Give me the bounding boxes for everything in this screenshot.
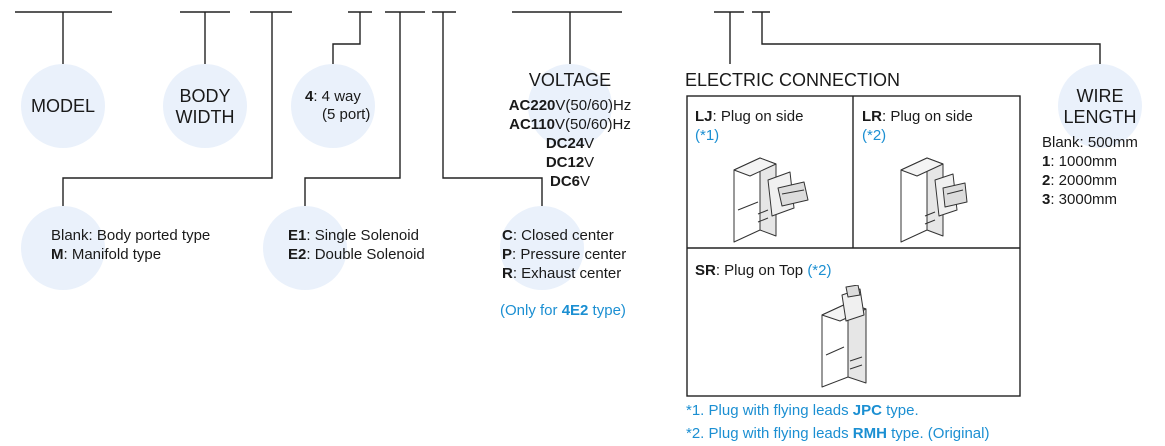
voltage-circle <box>528 64 612 148</box>
center-circle <box>500 206 584 290</box>
body-width-circle <box>163 64 247 148</box>
lr-plug-illustration <box>900 157 968 243</box>
voltage-list: AC220V(50/60)Hz AC110V(50/60)Hz DC24V DC… <box>490 96 650 191</box>
body-width-line1: BODY <box>179 86 231 106</box>
center-item: C: Closed center <box>502 227 614 244</box>
port-type-item: Blank: Body ported type <box>51 227 211 244</box>
way-sub: (5 port) <box>322 106 371 123</box>
voltage-title: VOLTAGE <box>528 70 612 90</box>
port-type-circle <box>21 206 105 290</box>
model-circle <box>21 64 105 148</box>
wire-item: 3: 3000mm <box>1042 191 1118 208</box>
port-type-list: Blank: Body ported type M: Manifold type <box>51 226 210 264</box>
solenoid-circle <box>263 206 347 290</box>
lj-note: (*1) <box>695 127 720 144</box>
solenoid-item: E2: Double Solenoid <box>288 246 425 263</box>
way-circle <box>291 64 375 148</box>
wire-item: Blank: 500mm <box>1042 134 1138 151</box>
voltage-item: AC220V(50/60)Hz <box>508 97 632 114</box>
voltage-item: AC110V(50/60)Hz <box>509 116 631 133</box>
wire-line2: LENGTH <box>1063 107 1137 127</box>
wire-item: 1: 1000mm <box>1042 153 1118 170</box>
solenoid-item: E1: Single Solenoid <box>288 227 419 244</box>
lr-note: (*2) <box>862 127 887 144</box>
sr-option: SR: Plug on Top (*2) <box>695 262 832 279</box>
wire-circle <box>1058 64 1142 148</box>
electric-title: ELECTRIC CONNECTION <box>685 70 901 90</box>
sr-plug-illustration <box>821 285 867 388</box>
center-item: R: Exhaust center <box>502 265 622 282</box>
voltage-item: DC12V <box>545 154 595 171</box>
way-code: 4 <box>305 88 314 105</box>
solenoid-list: E1: Single Solenoid E2: Double Solenoid <box>288 226 425 264</box>
lj-plug-illustration <box>733 157 809 243</box>
lr-option: LR: Plug on side <box>862 108 973 125</box>
footnote-1: *1. Plug with flying leads JPC type. <box>686 402 919 419</box>
wire-item: 2: 2000mm <box>1042 172 1118 189</box>
wire-list: Blank: 500mm 1: 1000mm 2: 2000mm 3: 3000… <box>1042 133 1138 209</box>
model-label: MODEL <box>30 96 95 116</box>
footnote-2: *2. Plug with flying leads RMH type. (Or… <box>686 425 990 442</box>
port-type-item: M: Manifold type <box>51 246 162 263</box>
body-width-line2: WIDTH <box>175 107 235 127</box>
center-item: P: Pressure center <box>502 246 627 263</box>
way-option: 4: 4 way <box>305 88 361 106</box>
way-text: : 4 way <box>313 88 361 105</box>
lj-option: LJ: Plug on side <box>695 108 804 125</box>
wire-label: WIRE LENGTH <box>1058 86 1142 128</box>
wire-line1: WIRE <box>1076 86 1124 106</box>
center-list: C: Closed center P: Pressure center R: E… <box>502 226 626 283</box>
body-width-label: BODY WIDTH <box>163 86 247 128</box>
voltage-item: DC24V <box>545 135 595 152</box>
voltage-item: DC6V <box>549 173 591 190</box>
center-note: (Only for 4E2 type) <box>500 302 626 319</box>
